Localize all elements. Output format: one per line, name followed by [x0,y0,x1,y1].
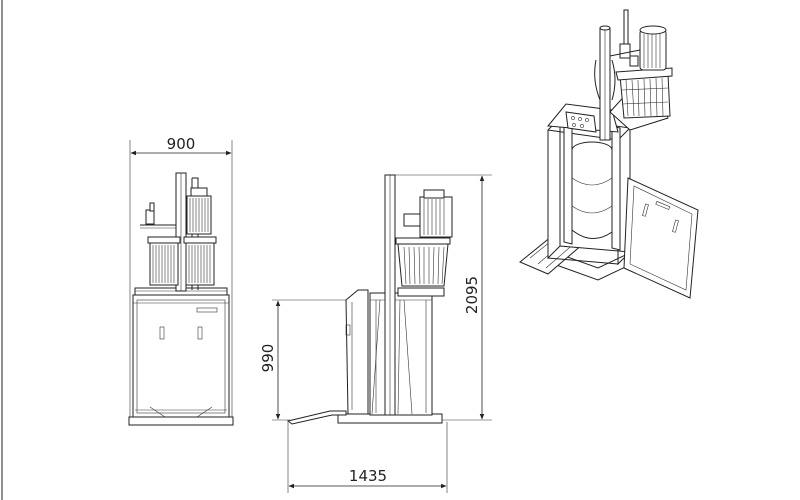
front-cabinet [132,294,230,418]
dimension-label-990: 990 [259,344,277,373]
front-base-skid [128,416,234,426]
right-handle [197,326,203,340]
isometric-view [519,9,699,299]
dimension-label-900: 900 [167,135,196,153]
brand-badge [196,307,218,313]
front-tank-left [149,242,179,286]
iso-control-box [565,111,597,133]
dimension-label-2095: 2095 [463,276,481,314]
side-open-door [345,289,369,415]
front-view: 900 [128,135,234,426]
iso-valve [619,43,631,59]
side-view: 2095 990 1435 [259,174,492,493]
front-tank-right [185,242,215,286]
side-floor-plate [286,410,347,425]
left-handle [159,326,165,340]
front-valve [145,209,155,225]
iso-drum [571,150,613,239]
dimension-label-1435: 1435 [349,467,387,485]
